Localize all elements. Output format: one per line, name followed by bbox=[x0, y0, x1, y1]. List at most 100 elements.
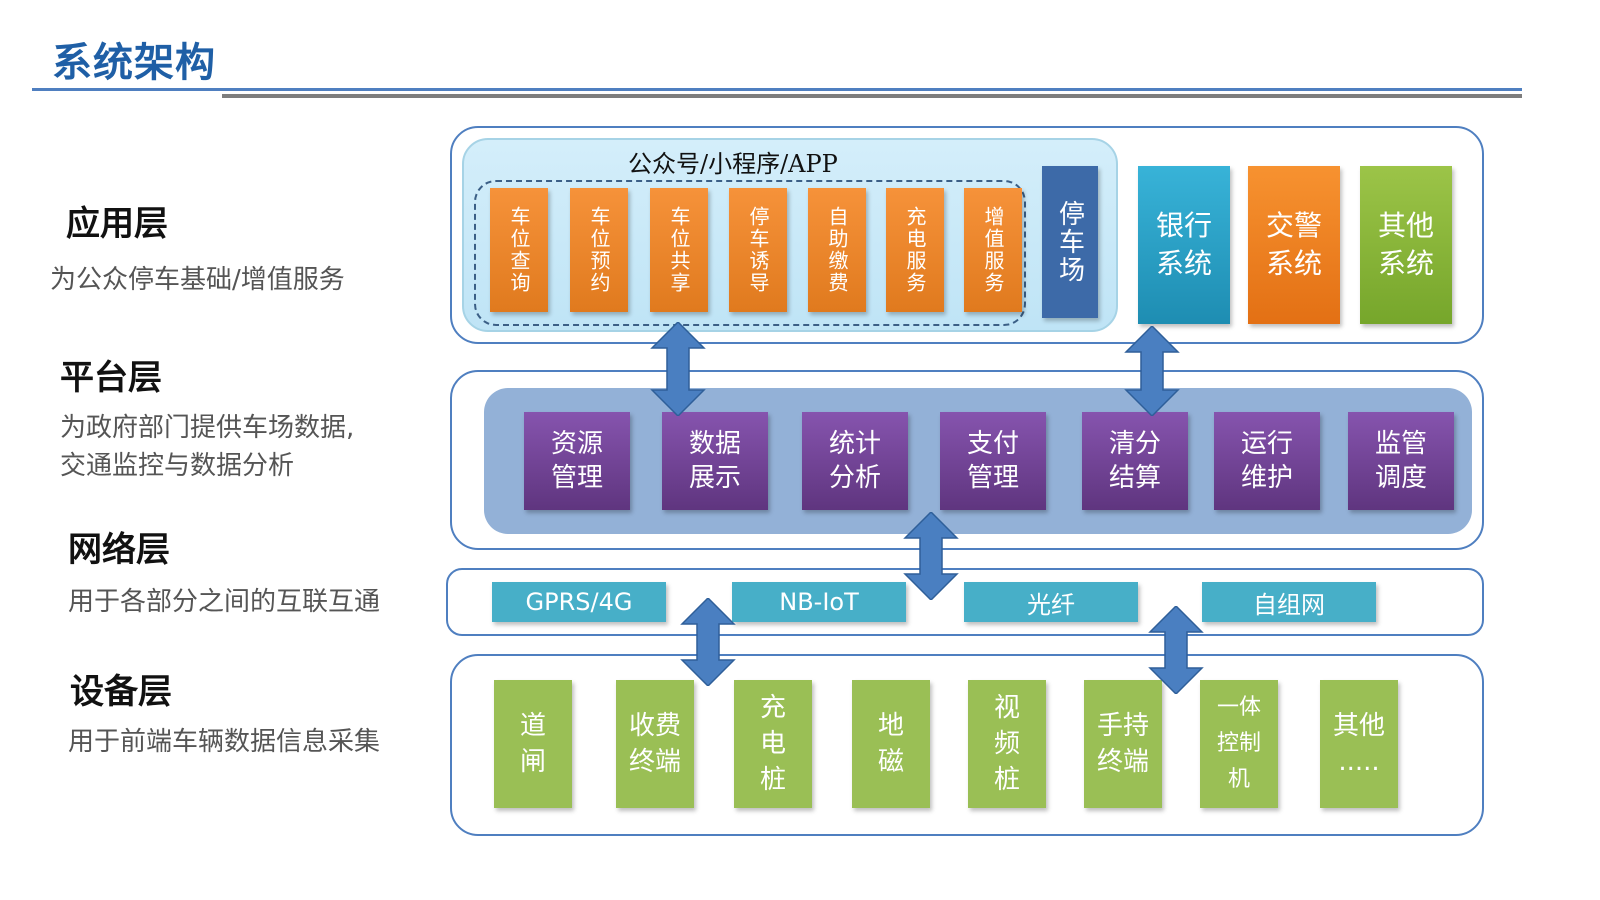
network-item-label: GPRS/4G bbox=[525, 588, 633, 616]
device-label: 地 bbox=[877, 711, 904, 741]
network-item-box: 光纤 bbox=[964, 582, 1138, 622]
platform-module-box: 运行维护 bbox=[1214, 412, 1320, 510]
service-box: 停车诱导 bbox=[729, 188, 787, 312]
device-label: 终端 bbox=[628, 747, 681, 777]
page-title: 系统架构 bbox=[52, 40, 216, 86]
platform-module-label: 调度 bbox=[1374, 463, 1427, 493]
service-box: 车位预约 bbox=[570, 188, 628, 312]
arrow-app-platform-right bbox=[1124, 326, 1180, 416]
service-box: 增值服务 bbox=[964, 188, 1022, 312]
network-item-box: NB-IoT bbox=[732, 582, 906, 622]
device-label: 闸 bbox=[519, 747, 546, 777]
device-box: 手持终端 bbox=[1084, 680, 1162, 808]
service-label: 增值服务 bbox=[981, 206, 1005, 294]
device-label: 视 bbox=[993, 693, 1020, 723]
service-box: 车位查询 bbox=[490, 188, 548, 312]
device-label: ..... bbox=[1338, 747, 1380, 777]
external-system-box: 交警系统 bbox=[1248, 166, 1340, 324]
layer-label-device: 设备层 bbox=[70, 672, 172, 712]
layer-desc-network: 用于各部分之间的互联互通 bbox=[68, 587, 381, 617]
device-box: 其他..... bbox=[1320, 680, 1398, 808]
network-item-label: NB-IoT bbox=[779, 588, 859, 616]
layer-desc-platform-1: 为政府部门提供车场数据, bbox=[60, 413, 355, 443]
platform-module-label: 数据 bbox=[688, 429, 741, 459]
platform-module-label: 管理 bbox=[550, 463, 603, 493]
arrow-app-platform-left bbox=[650, 322, 706, 416]
platform-module-label: 展示 bbox=[688, 463, 741, 493]
platform-module-label: 维护 bbox=[1240, 463, 1293, 493]
title-rule-blue bbox=[32, 88, 1522, 91]
platform-module-box: 资源管理 bbox=[524, 412, 630, 510]
platform-module-label: 资源 bbox=[550, 429, 603, 459]
layer-desc-device: 用于前端车辆数据信息采集 bbox=[68, 727, 381, 757]
layer-desc-platform-2: 交通监控与数据分析 bbox=[60, 451, 295, 481]
device-label: 机 bbox=[1227, 767, 1250, 792]
layer-label-platform: 平台层 bbox=[60, 358, 162, 398]
device-box: 地磁 bbox=[852, 680, 930, 808]
title-rule-gray bbox=[222, 94, 1522, 98]
platform-module-label: 清分 bbox=[1108, 429, 1161, 459]
external-system-label-line1: 交警 bbox=[1265, 209, 1322, 242]
device-label: 一体 bbox=[1216, 695, 1261, 720]
layer-desc-application: 为公众停车基础/增值服务 bbox=[50, 265, 345, 295]
network-item-box: GPRS/4G bbox=[492, 582, 666, 622]
service-label: 车位共享 bbox=[667, 206, 691, 294]
external-system-label-line2: 系统 bbox=[1265, 247, 1322, 280]
external-system-box: 其他系统 bbox=[1360, 166, 1452, 324]
service-label: 车位预约 bbox=[587, 206, 611, 294]
device-box: 一体控制机 bbox=[1200, 680, 1278, 808]
arrow-network-device-left bbox=[680, 598, 736, 686]
device-box: 收费终端 bbox=[616, 680, 694, 808]
service-box: 自助缴费 bbox=[808, 188, 866, 312]
platform-module-label: 分析 bbox=[828, 463, 881, 493]
platform-module-box: 监管调度 bbox=[1348, 412, 1454, 510]
platform-module-label: 管理 bbox=[966, 463, 1019, 493]
device-label: 桩 bbox=[993, 765, 1020, 795]
layer-label-network: 网络层 bbox=[68, 530, 170, 570]
channel-title: 公众号/小程序/APP bbox=[628, 150, 838, 178]
network-item-label: 自组网 bbox=[1253, 590, 1325, 619]
device-label: 其他 bbox=[1332, 711, 1385, 741]
service-group-dashed bbox=[474, 180, 1026, 326]
device-box: 充电桩 bbox=[734, 680, 812, 808]
arrow-platform-network bbox=[903, 512, 959, 600]
device-box: 视频桩 bbox=[968, 680, 1046, 808]
service-box: 车位共享 bbox=[650, 188, 708, 312]
device-label: 控制 bbox=[1216, 731, 1261, 756]
device-label: 道 bbox=[519, 711, 546, 741]
service-label: 自助缴费 bbox=[825, 206, 849, 294]
device-label: 频 bbox=[993, 729, 1020, 759]
arrow-network-device-right bbox=[1148, 606, 1204, 694]
platform-module-label: 监管 bbox=[1374, 429, 1427, 459]
external-system-label-line1: 银行 bbox=[1155, 209, 1212, 242]
service-box: 充电服务 bbox=[886, 188, 944, 312]
device-label: 桩 bbox=[759, 765, 786, 795]
external-system-label-line2: 系统 bbox=[1377, 247, 1434, 280]
device-box: 道闸 bbox=[494, 680, 572, 808]
service-label: 停车诱导 bbox=[746, 206, 770, 294]
platform-module-label: 支付 bbox=[966, 429, 1019, 459]
network-item-box: 自组网 bbox=[1202, 582, 1376, 622]
platform-module-box: 统计分析 bbox=[802, 412, 908, 510]
device-label: 充 bbox=[759, 693, 786, 723]
device-label: 电 bbox=[759, 729, 786, 759]
device-label: 终端 bbox=[1096, 747, 1149, 777]
device-label: 磁 bbox=[877, 747, 904, 777]
device-label: 手持 bbox=[1096, 711, 1149, 741]
network-item-label: 光纤 bbox=[1027, 590, 1075, 619]
external-system-box: 银行系统 bbox=[1138, 166, 1230, 324]
platform-module-label: 结算 bbox=[1108, 463, 1161, 493]
service-label: 充电服务 bbox=[903, 206, 927, 294]
platform-module-box: 支付管理 bbox=[940, 412, 1046, 510]
parking-lot-box: 停车场 bbox=[1042, 166, 1098, 318]
layer-label-application: 应用层 bbox=[66, 204, 168, 244]
external-system-label-line2: 系统 bbox=[1155, 247, 1212, 280]
device-label: 收费 bbox=[628, 711, 681, 741]
platform-module-box: 清分结算 bbox=[1082, 412, 1188, 510]
service-label: 车位查询 bbox=[507, 206, 531, 294]
parking-lot-label: 停车场 bbox=[1054, 200, 1085, 284]
platform-module-box: 数据展示 bbox=[662, 412, 768, 510]
platform-module-label: 统计 bbox=[828, 429, 881, 459]
platform-module-label: 运行 bbox=[1240, 429, 1293, 459]
external-system-label-line1: 其他 bbox=[1377, 209, 1434, 242]
